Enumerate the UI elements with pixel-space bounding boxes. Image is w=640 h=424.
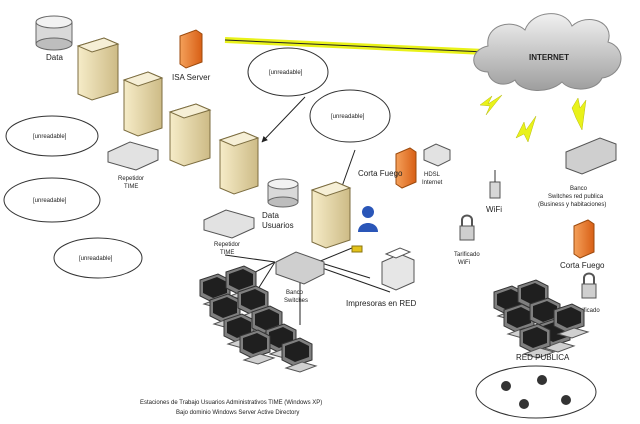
lightning-icon-1 (479, 94, 503, 116)
repeater-label-top-2: TIME (124, 184, 138, 190)
server-icon (76, 37, 120, 101)
repeater-icon (203, 209, 255, 239)
user-icon (501, 381, 511, 391)
data-label: Data (46, 53, 63, 62)
admin-workstations (199, 265, 318, 373)
network-printer-icon (381, 247, 415, 291)
banco-switches-label-1: Banco (286, 290, 304, 296)
isa-server-label: ISA Server (172, 73, 211, 82)
public-lock-icon (581, 272, 597, 299)
hdsl-label-1: HDSL (424, 172, 441, 178)
note-right-text: [unreadable] (331, 114, 365, 120)
note-left-3-text: [unreadable] (79, 256, 113, 262)
internet-label: INTERNET (529, 53, 569, 62)
user-icon (519, 399, 529, 409)
workstation-icon (281, 337, 318, 373)
note-ellipse-left-1 (5, 115, 99, 157)
firewall-icon (395, 147, 417, 189)
tarificado-label: Tarificado (574, 308, 600, 314)
lightning-icon-3 (571, 97, 587, 131)
public-firewall-icon (573, 219, 595, 259)
note-left-2-text: [unreadable] (33, 198, 67, 204)
workstation-icon (553, 303, 590, 339)
workstation-icon (209, 293, 246, 329)
wifi-antenna-icon (489, 170, 501, 199)
active-directory-user-icon (358, 206, 378, 232)
wifi-label: WiFi (486, 205, 502, 214)
public-users-ellipse (475, 365, 597, 419)
user-icon (561, 395, 571, 405)
corta-fuego-label: Corta Fuego (358, 169, 403, 178)
public-user-icons (501, 375, 571, 409)
workstation-icon (519, 323, 556, 359)
key-icon (351, 245, 363, 253)
public-switch-label-1: Banco (570, 186, 588, 192)
user-icon (537, 375, 547, 385)
server-notes (3, 47, 391, 279)
lightning-icon-2 (515, 115, 537, 143)
note-ellipse-left-3 (53, 237, 143, 279)
repeater-label-mid: Repetidor (214, 242, 240, 248)
server-icon (122, 71, 164, 137)
server-icon (310, 181, 352, 249)
note-ellipse-top (247, 47, 329, 97)
note-top-text: [unreadable] (269, 70, 303, 76)
red-publica-label: RED PUBLICA (516, 353, 570, 362)
impresoras-label: Impresoras en RED (346, 299, 416, 308)
caption-line-2: Bajo dominio Windows Server Active Direc… (176, 410, 299, 416)
data-usuarios-label-1: Data (262, 211, 279, 220)
public-workstations (493, 279, 590, 359)
data-storage-icon (35, 15, 73, 51)
note-left-1-text: [unreadable] (33, 134, 67, 140)
server-icon (218, 131, 260, 195)
repeater-label-top: Repetidor (118, 176, 144, 182)
public-switch-label-2: Switches red publica (548, 194, 604, 200)
lock-icon (459, 214, 475, 241)
repeater-icon (107, 141, 159, 171)
workstation-icon (503, 303, 540, 339)
hdsl-router-icon (423, 143, 451, 167)
public-corta-fuego-label: Corta Fuego (560, 261, 605, 270)
lightning-icons (479, 94, 587, 143)
tarificado-wifi-label-1: Tarificado (454, 252, 480, 258)
hdsl-label-2: Internet (422, 180, 443, 186)
isa-server-firewall-icon (179, 29, 203, 69)
data-usuarios-storage-icon (267, 178, 299, 208)
repeater-label-mid-2: TIME (220, 250, 234, 256)
banco-switches-label-2: Switches (284, 298, 308, 304)
note-ellipse-left-2 (3, 177, 101, 223)
switch-bank-icon (275, 251, 325, 285)
servers (76, 37, 352, 249)
data-usuarios-label-2: Usuarios (262, 221, 294, 230)
public-switch-bank-icon (565, 137, 617, 175)
public-switch-label-3: (Business y habitaciones) (538, 202, 606, 208)
server-icon (168, 103, 212, 167)
internet-cloud: INTERNET (473, 13, 622, 91)
workstation-icon (239, 329, 276, 365)
tarificado-wifi-label-2: WiFi (458, 260, 470, 266)
note-ellipse-right (309, 89, 391, 143)
caption-line-1: Estaciones de Trabajo Usuarios Administr… (140, 400, 322, 406)
